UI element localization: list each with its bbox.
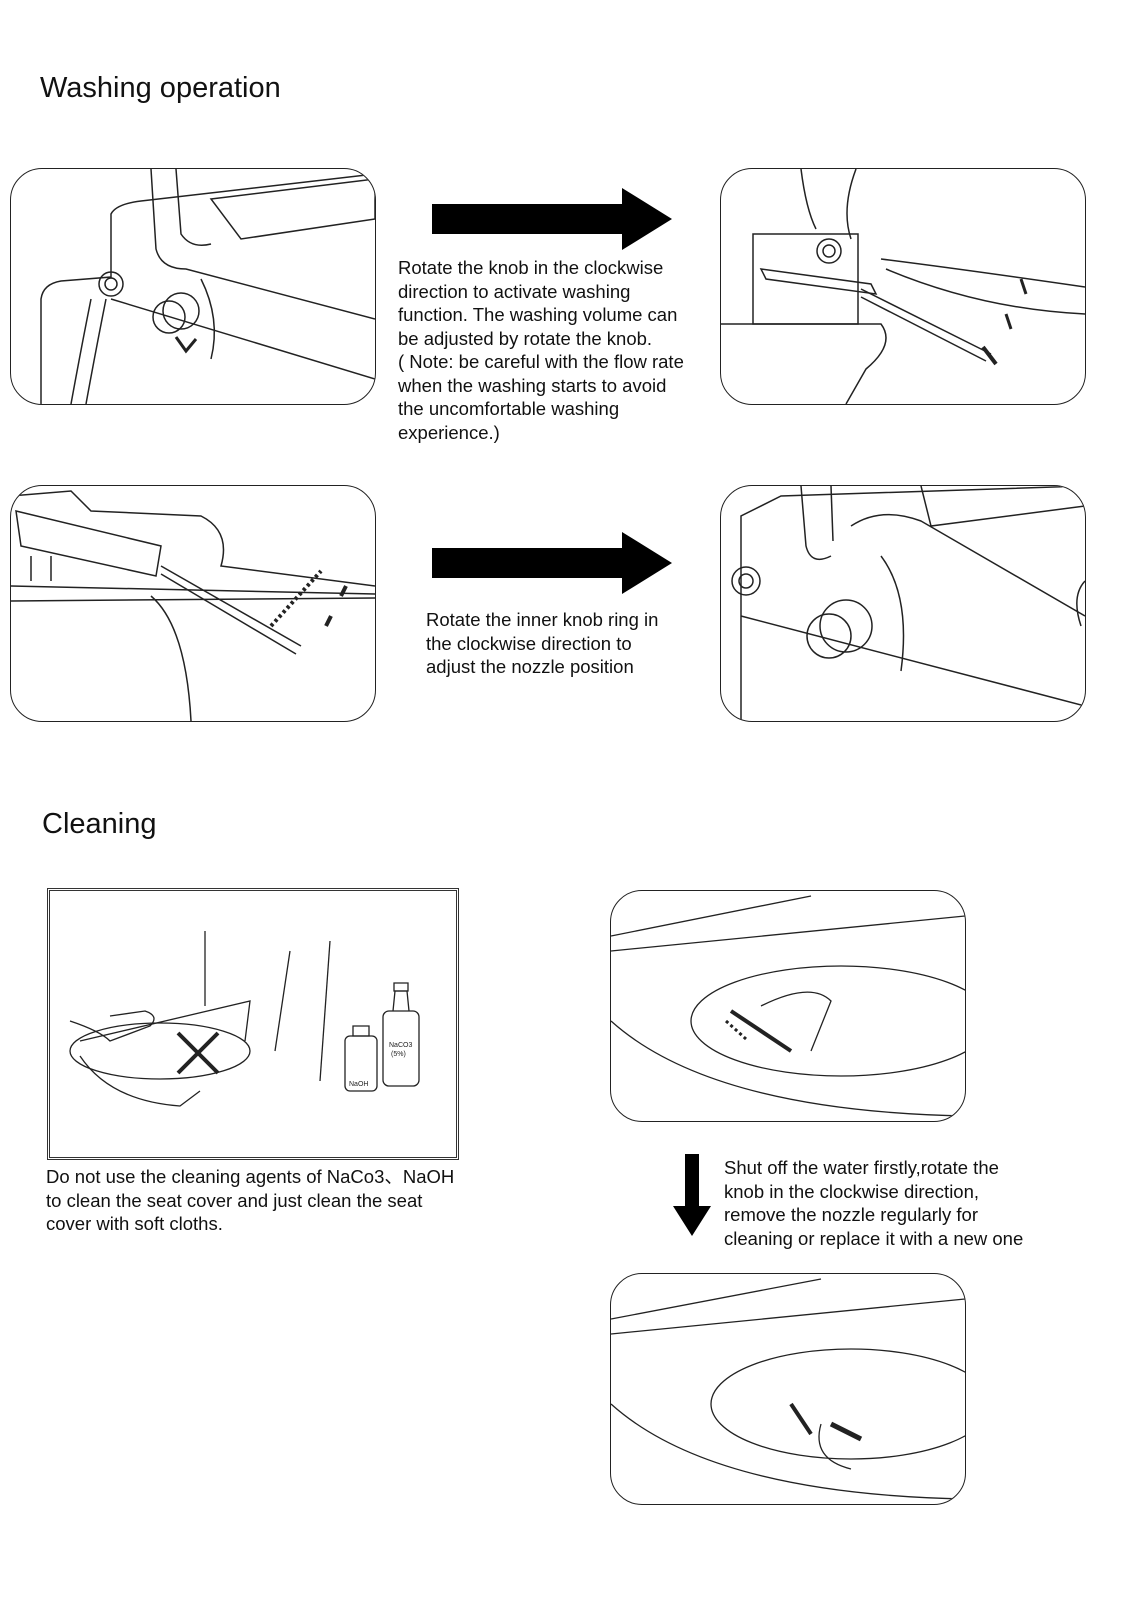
- washing-operation-heading: Washing operation: [40, 72, 281, 104]
- seat-cover-warning-illustration: NaCO3 (5%) NaOH: [47, 888, 459, 1160]
- nozzle-removed-illustration: [610, 1273, 966, 1505]
- nozzle-removal-text: Shut off the water firstly,rotate the kn…: [724, 1157, 1024, 1249]
- knob-ring-instruction: Rotate the inner knob ring in the clockw…: [426, 609, 659, 677]
- nozzle-removal-illustration: [610, 890, 966, 1122]
- knob-instruction: Rotate the knob in the clockwise directi…: [398, 257, 684, 443]
- right-arrow-icon: [432, 188, 672, 250]
- knob-ring-illustration: [720, 485, 1086, 722]
- naco3-label: NaCO3: [389, 1042, 412, 1049]
- down-arrow-icon: [673, 1154, 711, 1236]
- concentration-label: (5%): [391, 1051, 406, 1058]
- nozzle-extended-illustration: [720, 168, 1086, 405]
- right-arrow-icon: [432, 532, 672, 594]
- naoh-label: NaOH: [349, 1081, 368, 1088]
- knob-illustration: [10, 168, 376, 405]
- nozzle-position-illustration: [10, 485, 376, 722]
- cleaning-heading: Cleaning: [42, 808, 157, 840]
- seat-cover-warning-text: Do not use the cleaning agents of NaCo3、…: [46, 1166, 455, 1234]
